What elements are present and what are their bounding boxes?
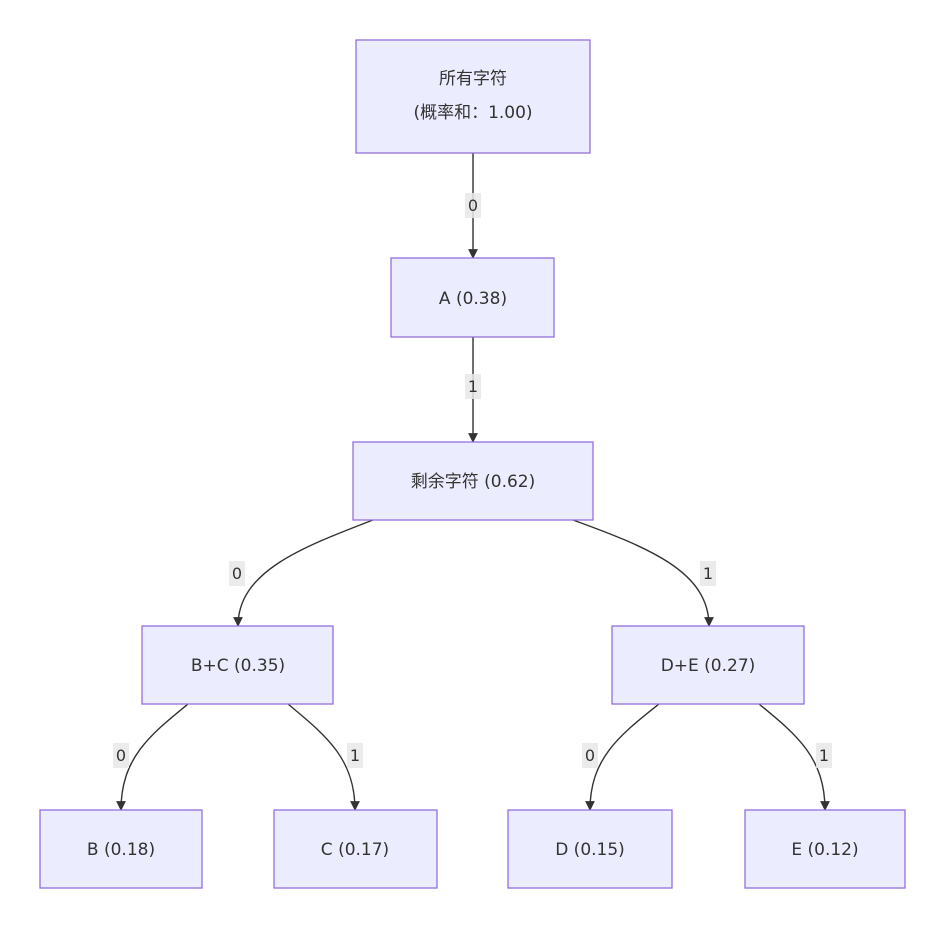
- edges: [116, 153, 830, 811]
- edge-label-root-a: 0: [465, 193, 481, 218]
- node-de[interactable]: D+E (0.27): [611, 625, 805, 705]
- svg-text:0: 0: [232, 564, 242, 583]
- node-de-label: D+E (0.27): [661, 656, 756, 676]
- node-b-label: B (0.18): [87, 840, 155, 860]
- edge-label-rest-bc: 0: [229, 561, 245, 586]
- svg-text:0: 0: [116, 746, 126, 765]
- svg-text:1: 1: [350, 746, 360, 765]
- node-c[interactable]: C (0.17): [273, 809, 438, 889]
- edge-label-rest-de: 1: [700, 561, 716, 586]
- node-d[interactable]: D (0.15): [507, 809, 673, 889]
- nodes: 所有字符 (概率和：1.00) A (0.38) 剩余字符 (0.62) B+C…: [39, 39, 906, 889]
- node-rest[interactable]: 剩余字符 (0.62): [352, 441, 594, 521]
- node-rest-label: 剩余字符 (0.62): [411, 472, 536, 492]
- svg-text:1: 1: [703, 564, 713, 583]
- node-a-label: A (0.38): [439, 289, 507, 309]
- edge-label-a-rest: 1: [465, 374, 481, 399]
- edge-label-de-d: 0: [582, 743, 598, 768]
- svg-text:0: 0: [468, 196, 478, 215]
- svg-text:0: 0: [585, 746, 595, 765]
- node-e-label: E (0.12): [791, 840, 858, 860]
- node-c-label: C (0.17): [321, 840, 389, 860]
- node-b[interactable]: B (0.18): [39, 809, 203, 889]
- node-bc[interactable]: B+C (0.35): [141, 625, 334, 705]
- node-root-label-line1: 所有字符: [439, 69, 507, 89]
- svg-text:1: 1: [819, 746, 829, 765]
- svg-text:1: 1: [468, 377, 478, 396]
- node-e[interactable]: E (0.12): [744, 809, 906, 889]
- edge-label-bc-b: 0: [113, 743, 129, 768]
- edge-bc-b: [116, 703, 189, 811]
- node-a[interactable]: A (0.38): [390, 257, 555, 338]
- edge-labels: 0 1 0 1 0 1 0 1: [113, 193, 832, 768]
- node-root[interactable]: 所有字符 (概率和：1.00): [355, 39, 591, 154]
- edge-de-d: [585, 703, 660, 811]
- edge-label-bc-c: 1: [347, 743, 363, 768]
- edge-label-de-e: 1: [816, 743, 832, 768]
- node-root-label-line2: (概率和：1.00): [413, 103, 532, 123]
- node-d-label: D (0.15): [555, 840, 625, 860]
- edge-rest-de: [572, 519, 714, 627]
- edge-bc-c: [287, 703, 360, 811]
- edge-rest-bc: [233, 519, 374, 627]
- edge-de-e: [758, 703, 830, 811]
- node-bc-label: B+C (0.35): [191, 656, 285, 676]
